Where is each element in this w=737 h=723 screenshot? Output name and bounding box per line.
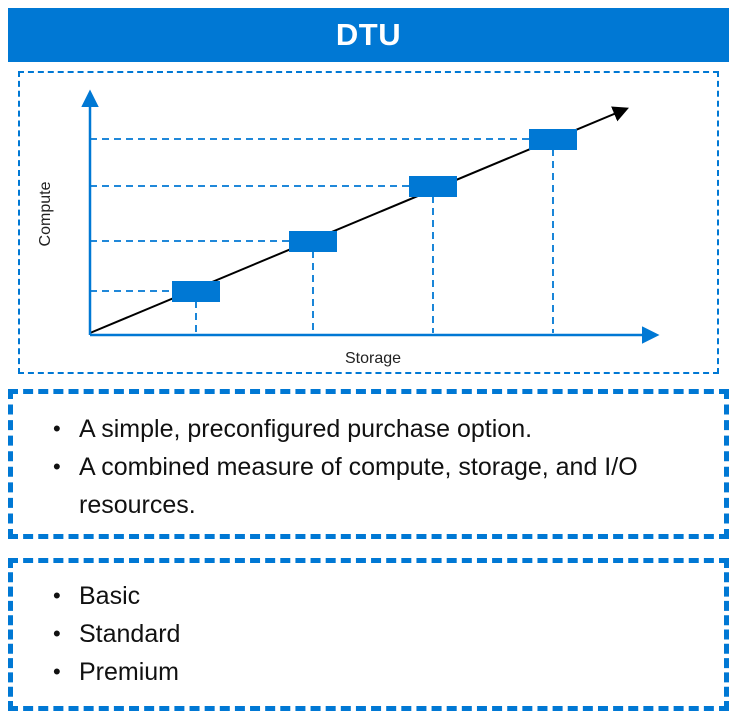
page-title: DTU	[335, 17, 402, 52]
dtu-step-box-3	[409, 176, 457, 197]
list-item: Premium	[23, 653, 714, 691]
dtu-step-box-4	[529, 129, 577, 150]
dtu-step-box-2	[289, 231, 337, 252]
tiers-list: Basic Standard Premium	[23, 577, 714, 691]
description-list: A simple, preconfigured purchase option.…	[23, 410, 714, 524]
compute-storage-chart: Compute Storage	[37, 89, 660, 367]
list-item: Standard	[23, 615, 714, 653]
list-item: Basic	[23, 577, 714, 615]
tiers-box: Basic Standard Premium	[8, 558, 729, 711]
list-item: A simple, preconfigured purchase option.	[23, 410, 714, 448]
x-axis-label: Storage	[345, 350, 401, 367]
description-box: A simple, preconfigured purchase option.…	[8, 389, 729, 539]
dtu-chart-panel: Compute Storage	[18, 71, 719, 374]
list-item: A combined measure of compute, storage, …	[23, 448, 714, 524]
title-bar: DTU	[8, 8, 729, 62]
y-axis-label: Compute	[37, 181, 54, 246]
dtu-step-box-1	[172, 281, 220, 302]
